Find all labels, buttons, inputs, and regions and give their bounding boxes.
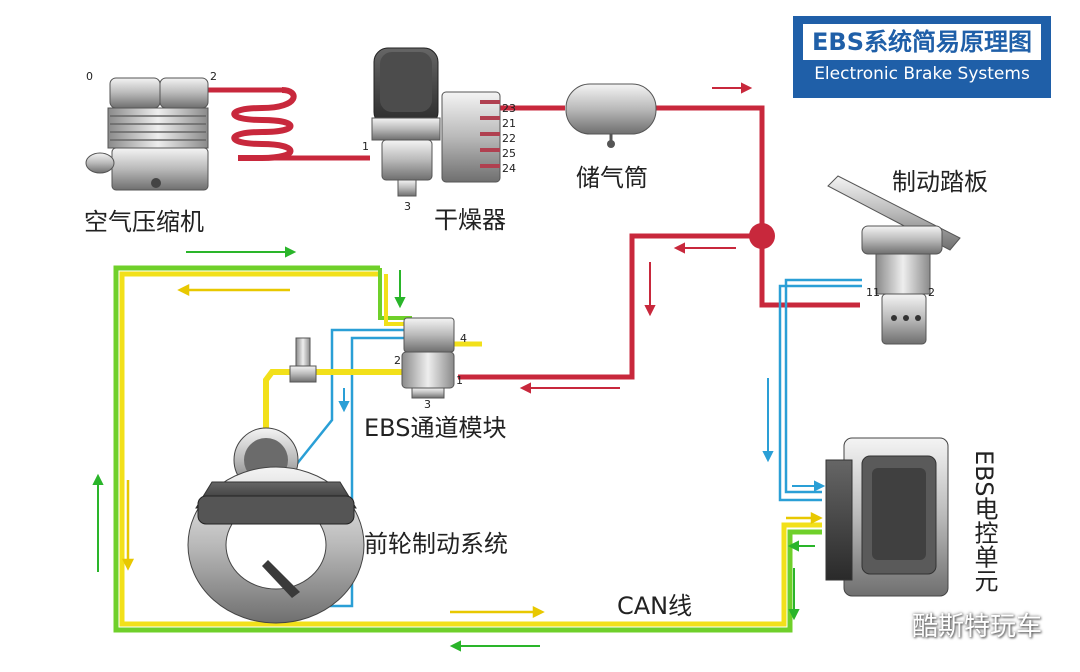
port-compressor-out: 2	[210, 70, 217, 83]
port-module-top: 4	[460, 332, 467, 345]
port-module-bottom: 3	[424, 398, 431, 411]
port-module-left: 2	[394, 354, 401, 367]
port-pedal-left: 11	[866, 286, 880, 299]
port-dryer-22: 22	[502, 132, 516, 145]
air-lines	[208, 87, 860, 380]
labels: 空气压缩机 干燥器 储气筒 制动踏板 EBS通道模块 前轮制动系统 CAN线 E…	[84, 164, 998, 620]
port-dryer-in: 1	[362, 140, 369, 153]
port-numbers: 0 2 1 3 23 21 22 25 24 11 2 4 2 1 3	[86, 70, 935, 411]
port-compressor-in: 0	[86, 70, 93, 83]
air-dryer	[371, 47, 501, 197]
label-can-line: CAN线	[617, 592, 692, 620]
watermark-text: 酷斯特玩车	[912, 612, 1043, 642]
label-ecu: EBS电控单元	[970, 450, 998, 593]
ebs-ecu	[825, 437, 949, 597]
front-brake-assembly	[187, 337, 365, 624]
label-compressor: 空气压缩机	[84, 208, 204, 236]
wechat-icon	[867, 610, 902, 638]
air-compressor	[85, 77, 209, 191]
arrow-green	[92, 246, 815, 652]
flow-arrows	[92, 82, 826, 652]
port-module-right: 1	[456, 374, 463, 387]
air-junction	[749, 223, 775, 249]
can-line-green-outer	[113, 265, 822, 633]
can-loop	[113, 265, 822, 633]
label-channel-module: EBS通道模块	[364, 414, 506, 442]
reservoir	[565, 83, 657, 148]
label-pedal: 制动踏板	[892, 168, 988, 196]
can-line-yellow-inner	[119, 271, 822, 627]
port-pedal-right: 2	[928, 286, 935, 299]
label-front-brake: 前轮制动系统	[364, 530, 508, 558]
arrow-red	[519, 82, 753, 394]
label-reservoir: 储气筒	[576, 164, 648, 192]
air-line-tank-out	[655, 105, 860, 308]
can-line-to-module	[378, 268, 412, 320]
brake-pedal	[827, 175, 961, 345]
title-main: EBS系统简易原理图	[803, 24, 1041, 60]
arrow-blue	[338, 378, 826, 492]
ebs-channel-module	[401, 317, 455, 399]
arrow-yellow	[121, 283, 823, 619]
port-dryer-25: 25	[502, 147, 516, 160]
air-line-coil	[231, 87, 297, 161]
label-dryer: 干燥器	[434, 206, 506, 234]
port-dryer-23: 23	[502, 102, 516, 115]
port-dryer-24: 24	[502, 162, 516, 175]
port-dryer-bottom: 3	[404, 200, 411, 213]
air-line-to-module	[458, 233, 762, 380]
title-banner: EBS系统简易原理图 Electronic Brake Systems	[793, 16, 1051, 98]
can-line-to-module-yellow	[384, 274, 412, 326]
brake-pipe	[263, 341, 482, 454]
watermark: 酷斯特玩车	[866, 606, 1042, 643]
title-subtitle: Electronic Brake Systems	[814, 64, 1030, 84]
port-dryer-21: 21	[502, 117, 516, 130]
